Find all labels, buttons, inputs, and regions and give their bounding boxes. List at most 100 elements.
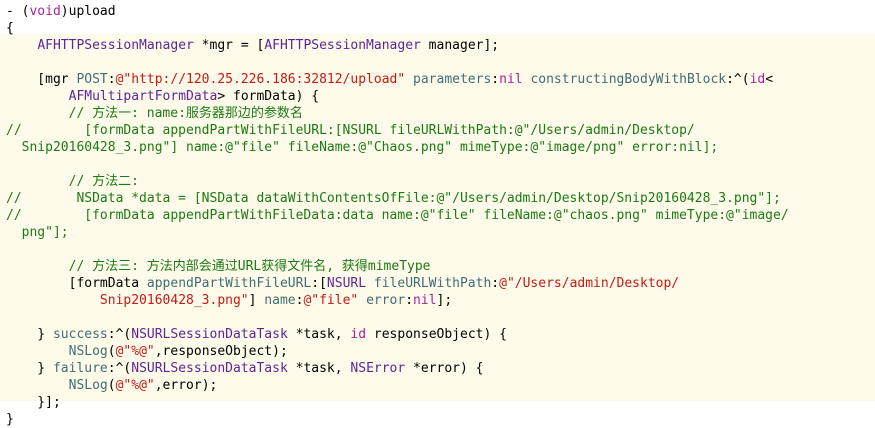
code-token: *task, — [287, 327, 351, 342]
code-token: [mgr — [6, 72, 77, 87]
current-scope-highlight — [0, 34, 875, 401]
code-token: png"]; — [6, 225, 69, 240]
code-token: AFHTTPSessionManager — [37, 38, 194, 53]
code-token: ] — [248, 293, 265, 308]
code-line: // [formData appendPartWithFileURL:[NSUR… — [6, 122, 695, 139]
code-token: void — [29, 4, 61, 19]
code-line: AFMultipartFormData> formData) { — [6, 88, 319, 105]
code-line: } failure:^(NSURLSessionDataTask *task, … — [6, 360, 484, 377]
code-token: fileURLWithPath — [373, 276, 492, 291]
code-token: NSLog — [68, 344, 108, 359]
code-line: Snip20160428_3.png"] name:@"file" error:… — [6, 292, 452, 309]
code-token: // [formData appendPartWithFileData:data… — [6, 208, 789, 223]
code-token: POST — [76, 72, 108, 87]
code-token: manager]; — [420, 38, 500, 53]
code-token: AFHTTPSessionManager — [264, 38, 421, 53]
code-token: :^( — [107, 327, 132, 342]
code-token: responseObject) { — [366, 327, 507, 342]
code-token: - ( — [6, 4, 30, 19]
code-line: png"]; — [6, 224, 69, 241]
code-token: @"file" — [303, 293, 359, 308]
code-token: name — [264, 293, 296, 308]
code-token — [6, 89, 69, 104]
code-token: NSLog — [68, 378, 108, 393]
code-line: } — [6, 411, 14, 428]
code-token: > formData) { — [217, 89, 320, 104]
code-line: // 方法二: — [6, 173, 139, 190]
code-line: AFHTTPSessionManager *mgr = [AFHTTPSessi… — [6, 37, 499, 54]
code-line: // 方法一: name:服务器那边的参数名 — [6, 105, 303, 122]
code-token: // 方法三: 方法内部会通过URL获得文件名, 获得mimeType — [68, 259, 431, 274]
code-token — [358, 293, 366, 308]
code-line: // 方法三: 方法内部会通过URL获得文件名, 获得mimeType — [6, 258, 431, 275]
code-token: error — [366, 293, 406, 308]
code-token: [formData — [6, 276, 147, 291]
code-token: *mgr = [ — [193, 38, 265, 53]
code-token: // NSData *data = [NSData dataWithConten… — [6, 191, 781, 206]
code-token: } — [6, 327, 53, 342]
code-token: NSURLSessionDataTask — [131, 361, 288, 376]
code-token: } — [6, 412, 14, 427]
code-line: }]; — [6, 394, 61, 411]
code-token: Snip20160428_3.png"] name:@"file" fileNa… — [6, 140, 719, 155]
code-token: constructingBodyWithBlock — [530, 72, 727, 87]
code-token — [6, 38, 37, 53]
code-token: @"http://120.25.226.186:32812/upload" — [115, 72, 406, 87]
code-token — [6, 174, 69, 189]
code-token: Snip20160428_3.png" — [99, 293, 249, 308]
code-token — [6, 293, 100, 308]
code-token: { — [6, 21, 14, 36]
code-line: Snip20160428_3.png"] name:@"file" fileNa… — [6, 139, 719, 156]
code-token: *error) { — [405, 361, 484, 376]
code-line: NSLog(@"%@",error); — [6, 377, 218, 394]
code-token: ,error); — [154, 378, 218, 393]
code-token: id — [350, 327, 367, 342]
code-token — [366, 276, 374, 291]
code-token: // 方法二: — [68, 174, 139, 189]
code-token: ( — [107, 378, 116, 393]
code-line: NSLog(@"%@",responseObject); — [6, 343, 288, 360]
code-token: parameters — [413, 72, 492, 87]
code-token: }]; — [6, 395, 61, 410]
code-token: nil — [413, 293, 437, 308]
code-token — [6, 378, 69, 393]
code-token — [6, 259, 69, 274]
code-line: { — [6, 20, 14, 37]
code-token: :[ — [311, 276, 327, 291]
code-token: @"%@" — [115, 344, 155, 359]
code-token: : — [491, 276, 500, 291]
code-token: ]; — [436, 293, 453, 308]
code-token: AFMultipartFormData — [68, 89, 218, 104]
code-token: NSError — [350, 361, 406, 376]
code-line: [formData appendPartWithFileURL:[NSURL f… — [6, 275, 680, 292]
code-token: NSURLSessionDataTask — [131, 327, 288, 342]
code-token: : — [405, 293, 414, 308]
code-token: < — [765, 72, 774, 87]
code-token: :^( — [726, 72, 750, 87]
code-token — [405, 72, 413, 87]
code-token: appendPartWithFileURL — [146, 276, 312, 291]
code-token: @"/Users/admin/Desktop/ — [499, 276, 680, 291]
code-line: - (void)upload — [6, 3, 116, 20]
code-line: [mgr POST:@"http://120.25.226.186:32812/… — [6, 71, 773, 88]
code-token: ,responseObject); — [154, 344, 288, 359]
code-token — [6, 344, 69, 359]
code-token: )upload — [60, 4, 116, 19]
code-token: // [formData appendPartWithFileURL:[NSUR… — [6, 123, 695, 138]
code-token: } — [6, 361, 53, 376]
code-token: :^( — [107, 361, 132, 376]
code-token: : — [107, 72, 116, 87]
code-line: } success:^(NSURLSessionDataTask *task, … — [6, 326, 507, 343]
code-token: // 方法一: name:服务器那边的参数名 — [68, 106, 303, 121]
code-token: @"%@" — [115, 378, 155, 393]
code-token: : — [295, 293, 304, 308]
code-token: failure — [52, 361, 108, 376]
code-line: // NSData *data = [NSData dataWithConten… — [6, 190, 781, 207]
code-token: *task, — [287, 361, 351, 376]
code-token: id — [749, 72, 766, 87]
code-line: // [formData appendPartWithFileData:data… — [6, 207, 789, 224]
code-token: success — [52, 327, 108, 342]
code-token: NSURL — [326, 276, 367, 291]
code-token: ( — [107, 344, 116, 359]
